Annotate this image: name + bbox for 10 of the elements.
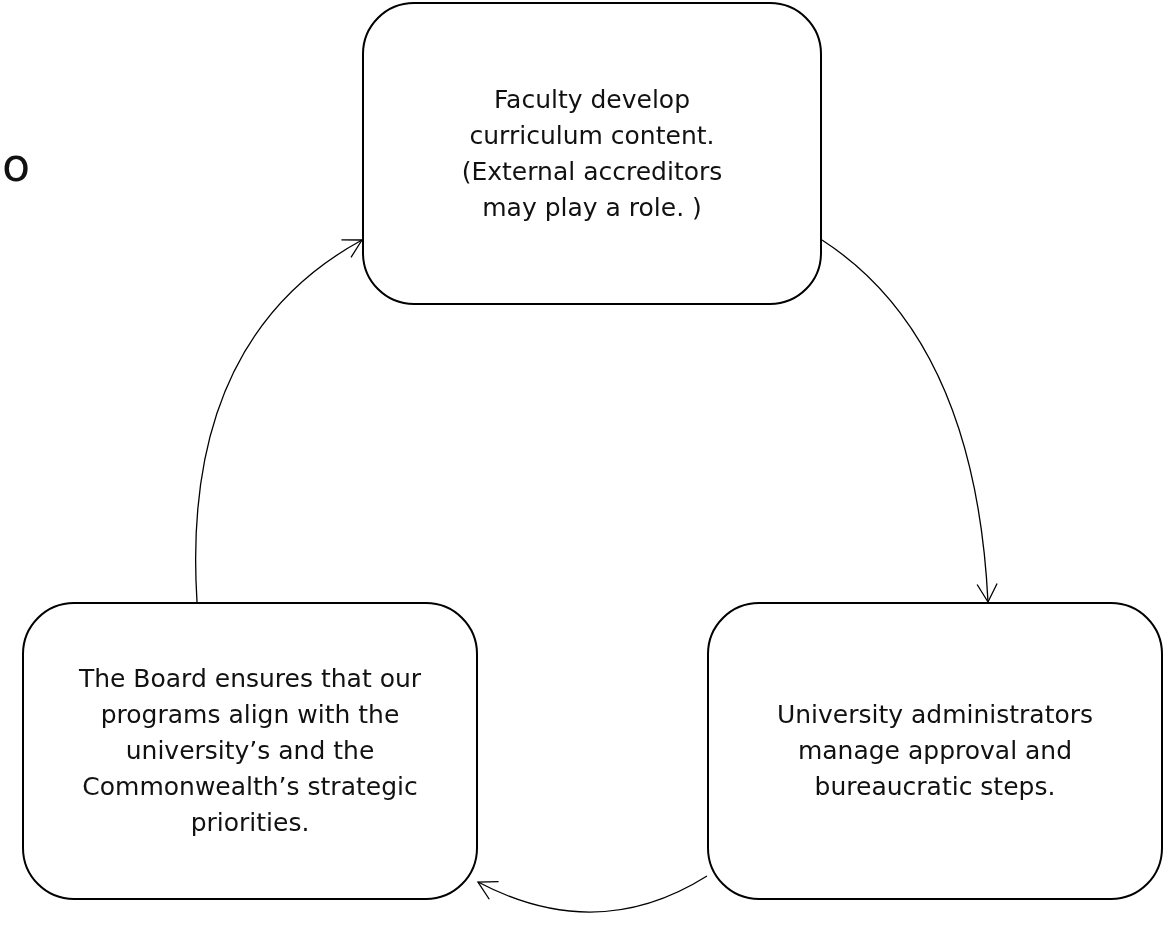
arrow [194, 239, 363, 603]
process-box [362, 2, 822, 305]
arrow [477, 875, 708, 913]
process-box [22, 602, 478, 900]
box-text: Faculty develop curriculum content. (External accreditors may play a role. ) [460, 83, 724, 224]
title-fragment: o [2, 140, 31, 190]
process-box [707, 602, 1163, 900]
box-text: University administrators manage approval and bureaucratic steps. [775, 699, 1095, 803]
box-text: The Board ensures that our programs align with the university’s and the Commonwealth’s strategic priorities. [77, 663, 423, 839]
arrow [821, 239, 998, 603]
